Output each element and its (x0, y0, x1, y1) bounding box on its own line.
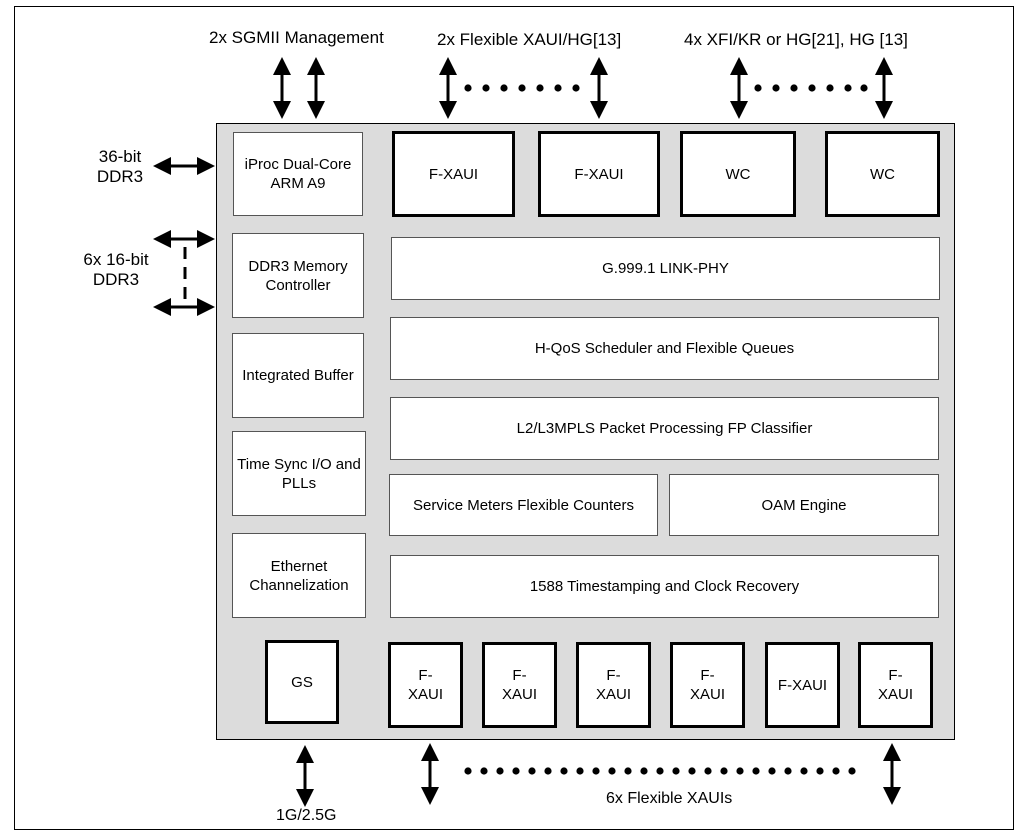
port-top-wc-1: WC (680, 131, 796, 217)
label-36bit-ddr3: 36-bit DDR3 (80, 147, 160, 187)
block-iproc-arm: iProc Dual-Core ARM A9 (233, 132, 363, 216)
label-36bit: 36-bit (98, 147, 142, 166)
port-top-fxaui-1: F-XAUI (392, 131, 515, 217)
port-bottom-fxaui-2: F- XAUI (482, 642, 557, 728)
label-flexible-xaui-top: 2x Flexible XAUI/HG[13] (437, 30, 622, 49)
block-service-meters: Service Meters Flexible Counters (389, 474, 658, 536)
label-ddr3-a: DDR3 (96, 167, 144, 186)
label-6x-flexible-xauis: 6x Flexible XAUIs (606, 790, 733, 807)
block-hqos-scheduler: H-QoS Scheduler and Flexible Queues (390, 317, 939, 380)
diagram-frame (14, 6, 1014, 830)
block-ethernet-channelization: Ethernet Channelization (232, 533, 366, 618)
port-bottom-fxaui-5: F-XAUI (765, 642, 840, 728)
block-oam-engine: OAM Engine (669, 474, 939, 536)
port-bottom-fxaui-3: F- XAUI (576, 642, 651, 728)
port-bottom-fxaui-6: F- XAUI (858, 642, 933, 728)
block-ddr3-memory-controller: DDR3 Memory Controller (232, 233, 364, 318)
block-time-sync-plls: Time Sync I/O and PLLs (232, 431, 366, 516)
block-1588-timestamping: 1588 Timestamping and Clock Recovery (390, 555, 939, 618)
label-xfi-kr-hg: 4x XFI/KR or HG[21], HG [13] (684, 30, 908, 49)
port-bottom-fxaui-1: F- XAUI (388, 642, 463, 728)
block-packet-processing: L2/L3MPLS Packet Processing FP Classifie… (390, 397, 939, 460)
port-top-fxaui-2: F-XAUI (538, 131, 660, 217)
port-bottom-fxaui-4: F- XAUI (670, 642, 745, 728)
block-link-phy: G.999.1 LINK-PHY (391, 237, 940, 300)
label-sgmii-management: 2x SGMII Management (209, 28, 384, 47)
label-ddr3-b: DDR3 (92, 270, 140, 289)
port-top-wc-2: WC (825, 131, 940, 217)
port-gs: GS (265, 640, 339, 724)
label-6x-16bit: 6x 16-bit (83, 250, 149, 269)
label-16bit-ddr3: 6x 16-bit DDR3 (66, 250, 166, 290)
block-integrated-buffer: Integrated Buffer (232, 333, 364, 418)
label-1g-2-5g: 1G/2.5G (276, 807, 337, 824)
